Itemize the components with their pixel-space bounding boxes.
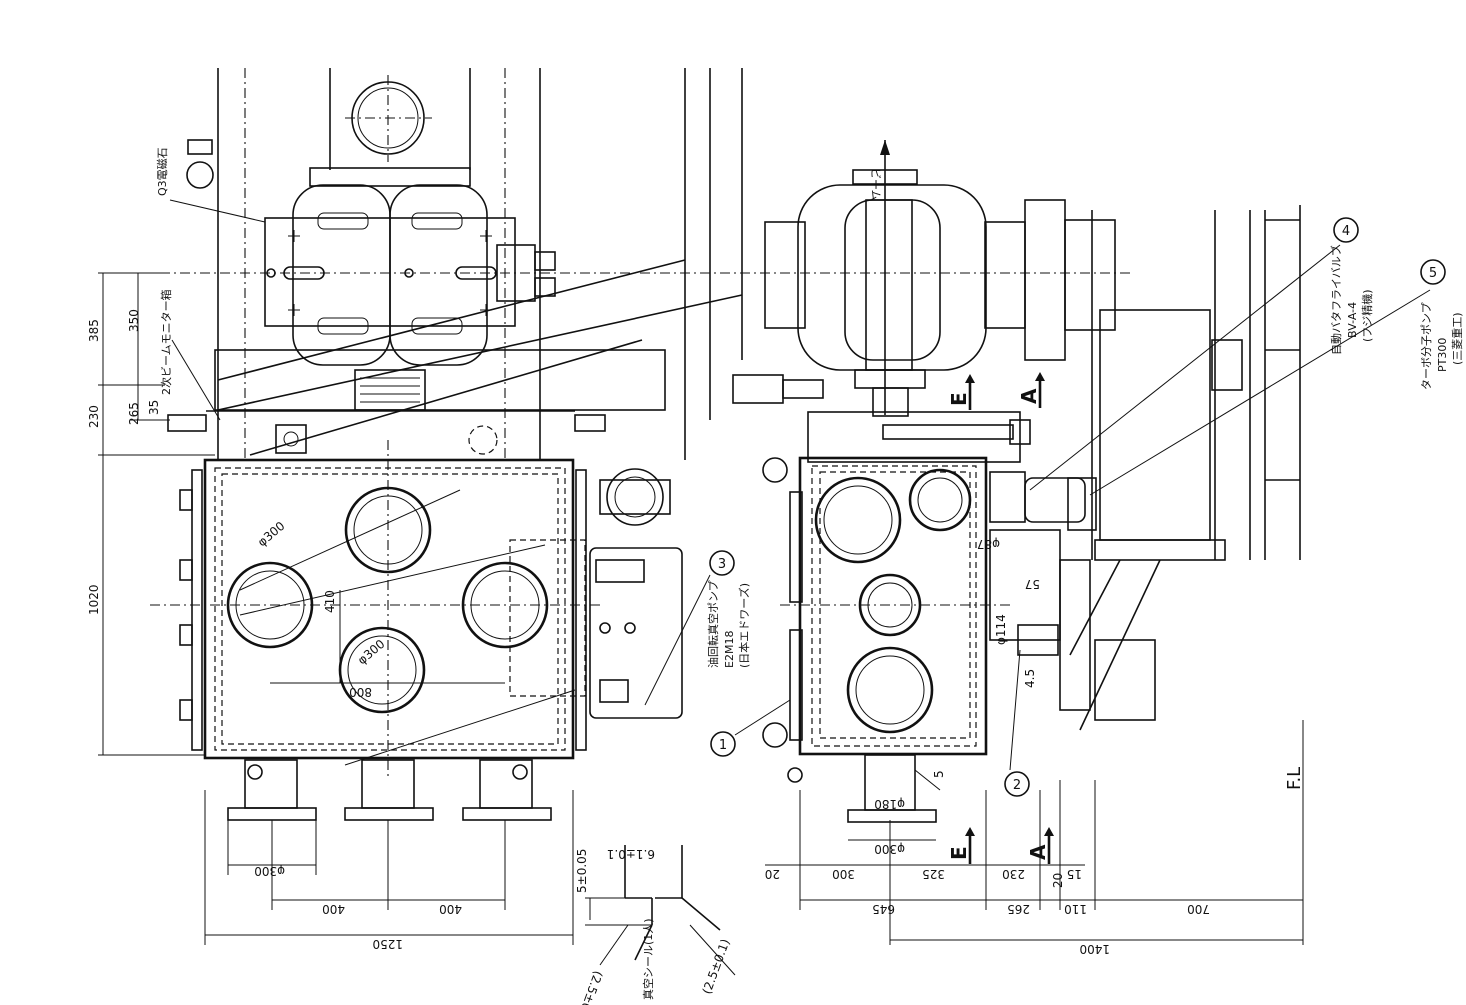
dim-35: 35 xyxy=(147,400,161,415)
svg-text:A: A xyxy=(1026,844,1050,860)
beam-label: ビーム xyxy=(869,168,882,201)
dim-800: 800 xyxy=(349,685,372,699)
dim-1020: 1020 xyxy=(87,584,101,615)
svg-text:E: E xyxy=(947,392,971,406)
dim-110: 110 xyxy=(1064,902,1087,916)
dim-20a: 20 xyxy=(765,867,780,881)
dim-300: 300 xyxy=(832,867,855,881)
dim-61: 6.1±0.1 xyxy=(607,847,655,861)
dim-645: 645 xyxy=(872,902,895,916)
svg-text:5: 5 xyxy=(1429,266,1437,281)
section-mark-a-bottom: A xyxy=(1026,827,1054,864)
dim-400b: 400 xyxy=(439,902,462,916)
dim-phi300-port-b: φ300 xyxy=(355,637,388,668)
fl-label: F.L xyxy=(1284,767,1305,790)
dim-phi300-left: φ300 xyxy=(254,864,285,878)
svg-text:E: E xyxy=(947,846,971,860)
butterfly-valve-name: 自動バタフライバルブ xyxy=(1329,245,1343,355)
butterfly-valve-model: BV-A-4 xyxy=(1346,302,1359,338)
section-mark-e-bottom: E xyxy=(947,827,975,864)
dim-5: 5 xyxy=(932,770,946,778)
callout-1: 1 xyxy=(710,731,736,757)
q3-magnet xyxy=(264,184,556,366)
dim-25a: (2.5±0.1) xyxy=(572,969,605,1005)
dim-45: 4.5 xyxy=(1023,669,1037,688)
dim-1400: 1400 xyxy=(1079,942,1110,956)
callout-3: 3 xyxy=(709,550,735,576)
turbo-pump-maker: (三菱重工) xyxy=(1450,312,1464,365)
dim-phi114: φ114 xyxy=(994,614,1008,645)
dim-1250: 1250 xyxy=(372,937,403,951)
dim-700: 700 xyxy=(1187,902,1210,916)
dim-230: 230 xyxy=(87,405,101,428)
svg-text:2: 2 xyxy=(1013,778,1021,793)
dim-57: 57 xyxy=(1025,577,1040,591)
rotary-pump-model: E2M18 xyxy=(723,631,736,668)
section-mark-a-top: A xyxy=(1017,372,1045,408)
dim-5005: 5±0.05 xyxy=(575,849,589,893)
svg-text:1: 1 xyxy=(719,738,727,753)
svg-text:4: 4 xyxy=(1342,224,1350,239)
q3-magnet-label: Q3電磁石 xyxy=(156,147,169,196)
callout-2: 2 xyxy=(1004,771,1030,797)
dim-385: 385 xyxy=(87,319,101,342)
rotary-pump-maker: (日本エドワーズ) xyxy=(737,583,751,668)
seal-detail xyxy=(585,845,736,976)
turbo-pump-model: PT300 xyxy=(1436,338,1449,372)
beam-monitor-label: 2次ビームモニター箱 xyxy=(159,289,173,395)
right-view xyxy=(732,140,1304,945)
vacuum-chamber-side-view xyxy=(762,456,1010,783)
dim-phi180: φ180 xyxy=(874,797,905,811)
dim-265: 265 xyxy=(127,402,141,425)
dimension-labels: 385 350 230 265 35 1020 410 800 φ300 400… xyxy=(87,309,1210,1005)
dim-phi87: φ87 xyxy=(977,537,1000,551)
left-view xyxy=(98,68,760,945)
dim-phi300-bottom: φ300 xyxy=(874,842,905,856)
dim-410: 410 xyxy=(323,590,337,613)
section-mark-e-top: E xyxy=(947,374,975,410)
dim-15: 15 xyxy=(1067,867,1082,881)
svg-text:3: 3 xyxy=(718,557,726,572)
dim-350: 350 xyxy=(127,309,141,332)
dim-phi300-port-a: φ300 xyxy=(255,519,288,550)
dim-20b: 20 xyxy=(1051,873,1065,888)
q3-magnet-side xyxy=(760,184,1130,371)
dim-325: 325 xyxy=(922,867,945,881)
bottom-ports xyxy=(227,759,552,821)
dim-265: 265 xyxy=(1007,902,1030,916)
turbo-pump-name: ターボ分子ポンプ xyxy=(1420,302,1433,390)
callout-4: 4 xyxy=(1333,217,1359,243)
seal-label: 真空シール(1人) xyxy=(641,918,655,1000)
leader-lines xyxy=(169,199,1431,771)
butterfly-valve-maker: (フジ精機) xyxy=(1360,289,1374,342)
callout-5: 5 xyxy=(1420,259,1446,285)
vacuum-chamber-top-view xyxy=(150,440,600,780)
dim-400a: 400 xyxy=(322,902,345,916)
svg-text:A: A xyxy=(1017,388,1041,404)
rotary-pump-name: 油回転真空ポンプ xyxy=(706,580,720,668)
dim-230: 230 xyxy=(1002,867,1025,881)
rotary-pump xyxy=(509,468,683,719)
